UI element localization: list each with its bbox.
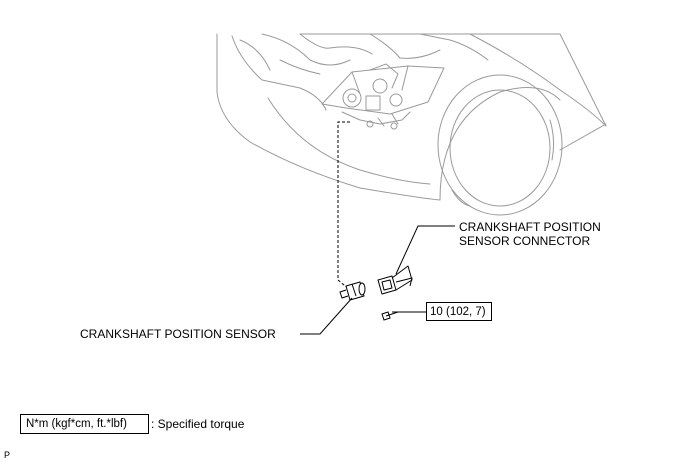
connector-label-line1: CRANKSHAFT POSITION bbox=[459, 220, 601, 234]
connector-label-line2: SENSOR CONNECTOR bbox=[459, 234, 591, 248]
sensor-label: CRANKSHAFT POSITION SENSOR bbox=[80, 327, 276, 341]
legend-units: N*m (kgf*cm, ft.*lbf) bbox=[26, 418, 127, 430]
vehicle-body bbox=[216, 33, 607, 216]
legend-units-box: N*m (kgf*cm, ft.*lbf) bbox=[20, 414, 149, 434]
sensor-connector-part bbox=[377, 265, 413, 295]
torque-value-box: 10 (102, 7) bbox=[426, 302, 492, 321]
legend-text: : Specified torque bbox=[151, 417, 245, 431]
torque-value: 10 (102, 7) bbox=[430, 306, 486, 318]
dashed-guide-line bbox=[337, 121, 351, 291]
bolt-part bbox=[381, 311, 399, 321]
crankshaft-sensor-part bbox=[339, 281, 366, 301]
page-mark: P bbox=[4, 450, 11, 460]
leader-lines bbox=[300, 225, 455, 335]
